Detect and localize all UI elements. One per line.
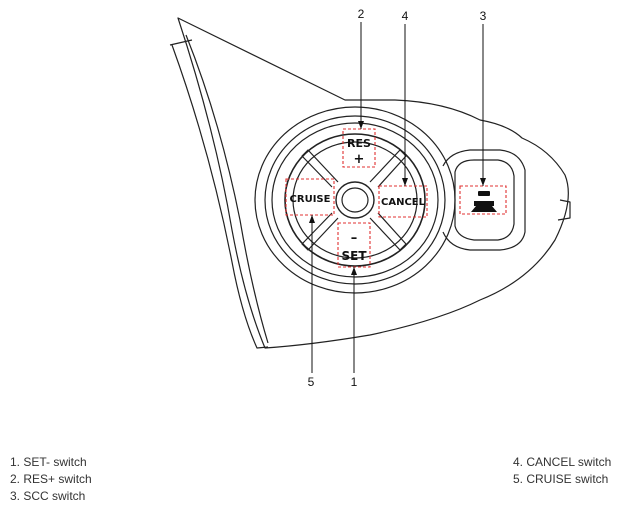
pad-divider-ne (369, 149, 407, 188)
housing-tab (557, 199, 571, 221)
legend-right: 4. CANCEL switch 5. CRUISE switch (513, 454, 611, 488)
cruise-control-switch-diagram: RES + CRUISE CANCEL – SET 2 4 3 5 1 (169, 7, 571, 389)
arrow-5 (309, 215, 315, 223)
scc-car-icon[interactable] (471, 191, 497, 212)
legend-item-scc: 3. SCC switch (10, 489, 86, 503)
set-minus-sign: – (351, 231, 358, 246)
scc-button-shape (454, 159, 515, 241)
res-highlight (342, 128, 376, 168)
arrow-3 (480, 178, 486, 186)
callout-3: 3 (480, 9, 487, 23)
pad-inner (292, 141, 418, 259)
housing-outline (177, 17, 569, 349)
arrow-4 (402, 178, 408, 186)
cruise-highlight (285, 178, 335, 216)
scc-housing (442, 149, 526, 251)
set-button-label[interactable]: SET (341, 249, 367, 263)
callout-5: 5 (308, 375, 315, 389)
legend-item-res: 2. RES+ switch (10, 472, 92, 486)
pad-divider-se (369, 212, 407, 251)
arrow-2 (358, 121, 364, 129)
housing-inner-edge (185, 34, 269, 344)
res-plus-sign: + (354, 152, 365, 167)
legend-item-cruise: 5. CRUISE switch (513, 472, 609, 486)
legend-left: 1. SET- switch 2. RES+ switch 3. SCC swi… (10, 454, 92, 505)
cancel-button-label[interactable]: CANCEL (381, 197, 426, 208)
center-knob-outer (335, 181, 375, 219)
bezel-inner (271, 122, 439, 278)
callout-1: 1 (351, 375, 358, 389)
pad-outer (284, 133, 426, 267)
legend-item-set: 1. SET- switch (10, 455, 87, 469)
res-button-label[interactable]: RES (347, 137, 371, 150)
arrow-1 (351, 267, 357, 275)
cancel-highlight (378, 185, 428, 218)
pad-divider-sw (301, 212, 339, 251)
legend-item-cancel: 4. CANCEL switch (513, 455, 612, 469)
bezel-mid (264, 115, 446, 285)
pad-divider-nw (301, 149, 339, 188)
center-knob-inner (341, 187, 369, 213)
cruise-button-label[interactable]: CRUISE (290, 194, 331, 205)
callout-2: 2 (358, 7, 365, 21)
callout-4: 4 (402, 9, 409, 23)
housing-lip (169, 39, 269, 349)
